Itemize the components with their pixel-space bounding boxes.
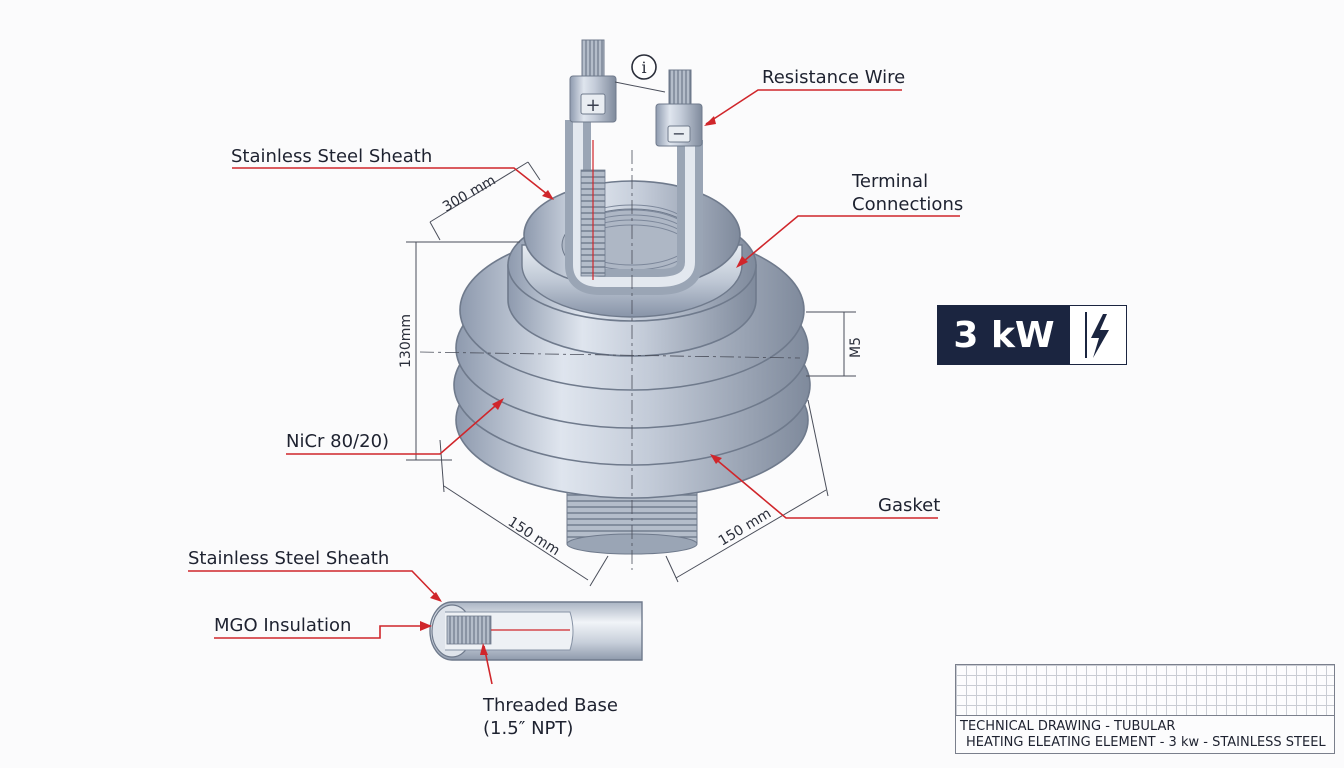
callout-stainless-sheath-bottom: Stainless Steel Sheath bbox=[188, 548, 442, 602]
label-nicr: NiCr 80/20) bbox=[286, 431, 389, 452]
negative-sign: − bbox=[672, 124, 685, 143]
tube-cross-section bbox=[429, 601, 643, 661]
dim-top-width: 300 mm bbox=[429, 161, 541, 241]
power-badge: 3 kW bbox=[937, 305, 1127, 365]
label-stainless-sheath-top: Stainless Steel Sheath bbox=[231, 146, 432, 167]
dim-height-label: 130mm bbox=[398, 314, 414, 368]
callout-gasket: Gasket bbox=[710, 454, 940, 519]
label-threaded-line2: (1.5″ NPT) bbox=[483, 718, 573, 739]
dim-bottom-right-label: 150 mm bbox=[716, 506, 774, 550]
label-threaded-line1: Threaded Base bbox=[482, 695, 618, 716]
callout-mgo: MGO Insulation bbox=[214, 615, 432, 639]
info-glyph: i bbox=[641, 58, 646, 77]
label-gasket: Gasket bbox=[878, 495, 940, 516]
terminal-positive: + bbox=[569, 39, 617, 123]
dim-bottom-left-label: 150 mm bbox=[505, 514, 563, 559]
callout-resistance-wire: Resistance Wire bbox=[704, 67, 905, 126]
dim-height: 130mm bbox=[398, 241, 520, 461]
dim-top-width-label: 300 mm bbox=[440, 172, 499, 215]
label-mgo: MGO Insulation bbox=[214, 615, 351, 636]
label-stainless-sheath-bottom: Stainless Steel Sheath bbox=[188, 548, 389, 569]
title-line2: HEATING ELEATING ELEMENT - 3 kw - STAINL… bbox=[966, 735, 1326, 750]
label-terminal-line1: Terminal bbox=[851, 171, 928, 192]
title-block-text: TECHNICAL DRAWING - TUBULAR HEATING ELEA… bbox=[956, 715, 1334, 753]
title-line1: TECHNICAL DRAWING - TUBULAR bbox=[960, 719, 1176, 734]
heating-tubes bbox=[565, 120, 703, 295]
callout-threaded-base: Threaded Base (1.5″ NPT) bbox=[480, 643, 618, 739]
dim-thread-label: M5 bbox=[848, 337, 864, 358]
callout-stainless-sheath-top: Stainless Steel Sheath bbox=[231, 146, 554, 200]
label-resistance-wire: Resistance Wire bbox=[762, 67, 905, 88]
label-terminal-line2: Connections bbox=[852, 194, 963, 215]
terminal-negative: − bbox=[655, 69, 703, 147]
callout-terminal-connections: Terminal Connections bbox=[736, 171, 963, 268]
dim-thread: M5 bbox=[806, 311, 864, 377]
horizontal-center-line bbox=[419, 351, 801, 359]
lightning-bolt-icon bbox=[1070, 306, 1126, 364]
callout-nicr: NiCr 80/20) bbox=[286, 398, 504, 455]
info-icon: i bbox=[614, 54, 666, 93]
power-rating: 3 kW bbox=[938, 306, 1070, 364]
title-block: TECHNICAL DRAWING - TUBULAR HEATING ELEA… bbox=[955, 664, 1335, 754]
positive-sign: + bbox=[585, 95, 600, 116]
